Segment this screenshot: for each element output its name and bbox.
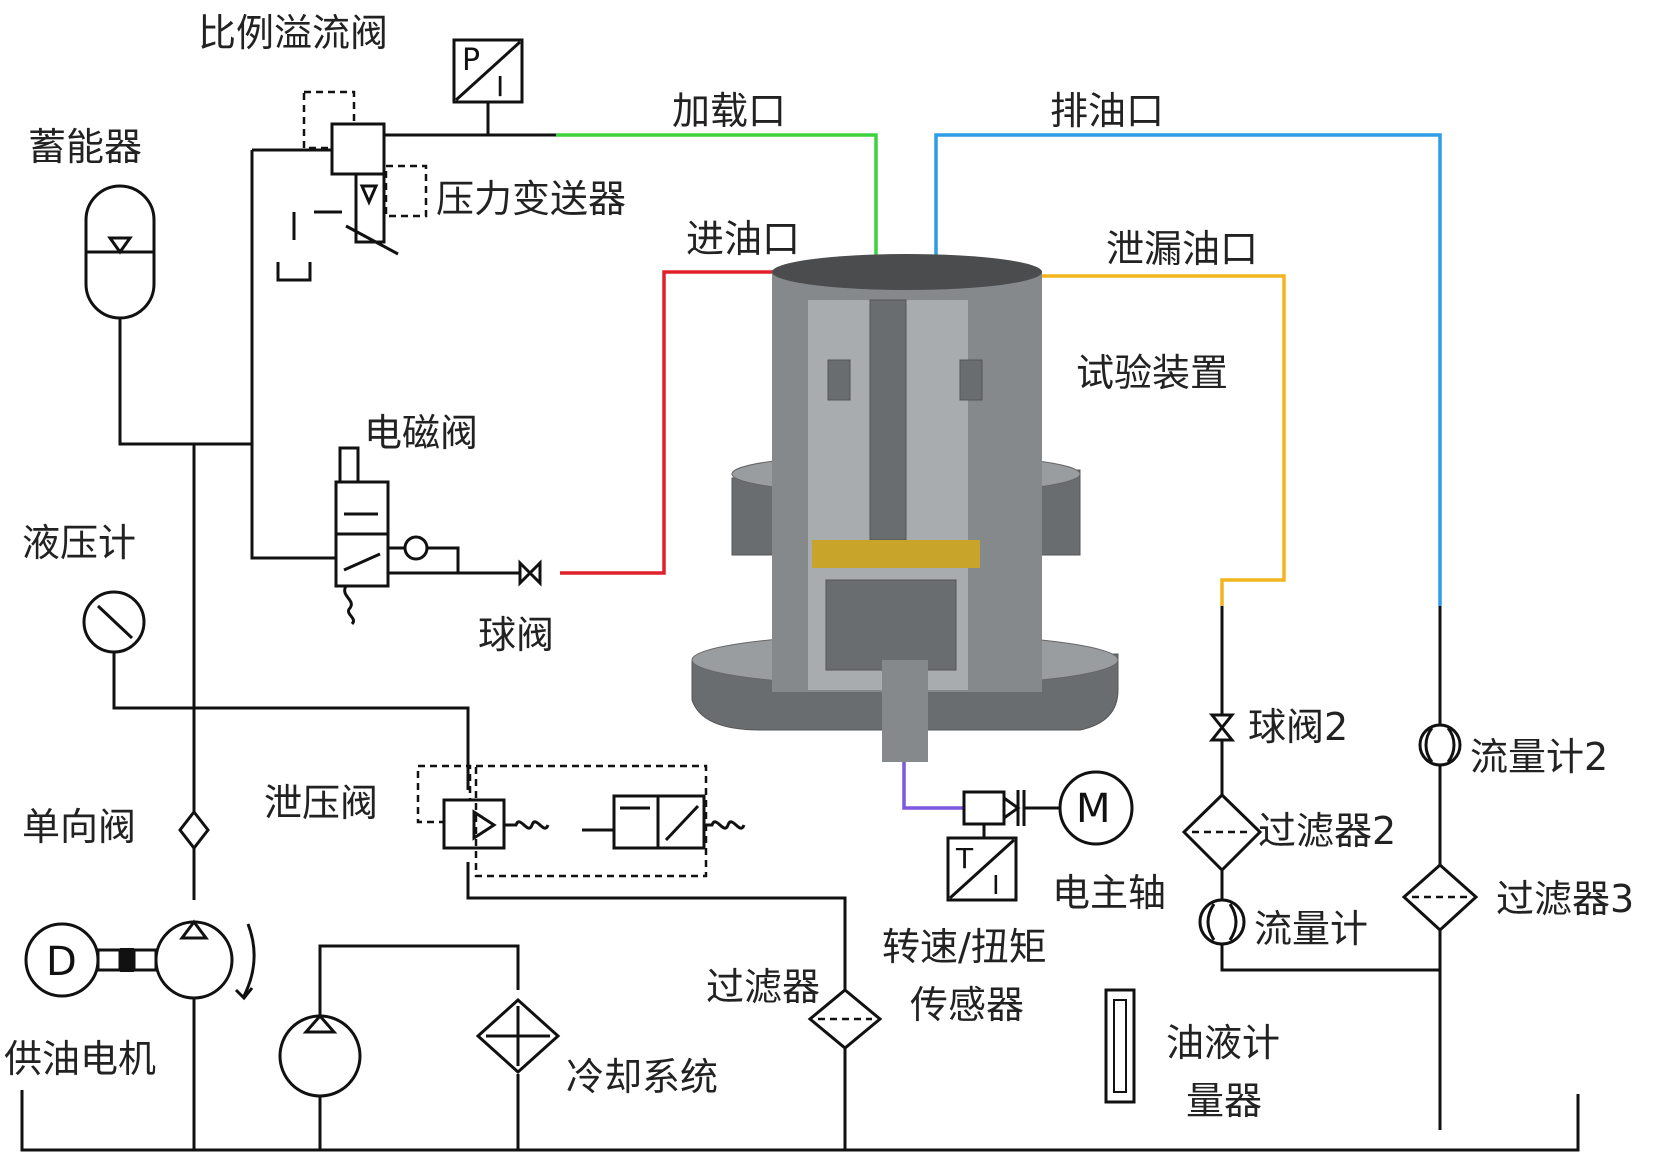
- speed-torque-sensor-symbol: T I: [946, 824, 1018, 902]
- check-valve-symbol: [178, 809, 210, 851]
- label-flowmeter-2: 流量计2: [1470, 735, 1608, 779]
- device-lower-cavity: [825, 579, 957, 671]
- label-drain-port: 排油口: [1050, 89, 1164, 133]
- proportional-relief-valve-symbol: [302, 90, 428, 256]
- label-filter: 过滤器: [706, 965, 820, 1009]
- drain-port-line: [934, 133, 1442, 606]
- label-electric-spindle: 电主轴: [1052, 871, 1166, 915]
- electric-spindle-symbol: M: [962, 770, 1134, 846]
- accumulator-symbol: [84, 184, 156, 320]
- motor-m-glyph: M: [1076, 786, 1111, 832]
- label-load-port: 加载口: [672, 89, 786, 133]
- label-ball-valve-2: 球阀2: [1248, 705, 1348, 749]
- spindle-link-line: [902, 760, 964, 810]
- oil-level-gauge-symbol: [1104, 988, 1136, 1104]
- device-bore: [869, 299, 907, 541]
- flowmeter-symbol: [1198, 898, 1246, 946]
- tank-line: [20, 1090, 1580, 1152]
- label-speed-torque-sensor-line-2: 传感器: [910, 983, 1024, 1027]
- label-hydraulic-gauge: 液压计: [22, 521, 136, 565]
- cooling-pump-symbol: [278, 1013, 362, 1098]
- filter-2-symbol: [1181, 792, 1263, 873]
- device-bearing: [812, 540, 980, 568]
- label-pressure-transmitter: 压力变送器: [436, 177, 626, 221]
- device-top: [772, 254, 1042, 290]
- label-filter-2: 过滤器2: [1258, 809, 1396, 853]
- supply-motor-symbol: D: [24, 922, 158, 998]
- hydraulic-gauge-symbol: [82, 590, 146, 654]
- label-speed-torque-sensor-line-1: 转速/扭矩: [882, 925, 1047, 969]
- transducer-p-glyph: P: [462, 43, 480, 78]
- supply-pump-symbol: [154, 919, 256, 1001]
- label-inlet-port: 进油口: [686, 217, 800, 261]
- cooling-exchanger-symbol: [475, 997, 561, 1075]
- label-flowmeter: 流量计: [1254, 907, 1368, 951]
- transducer-i-glyph: I: [496, 70, 504, 103]
- ball-valve-2-symbol: [1208, 713, 1236, 742]
- test-device: [691, 254, 1119, 762]
- label-check-valve: 单向阀: [22, 805, 136, 849]
- motor-d-glyph: D: [46, 939, 77, 985]
- labels: 比例溢流阀 蓄能器 压力变送器 加载口 排油口 进油口 泄漏油口 试验装置 电磁…: [4, 11, 1634, 1123]
- pressure-transmitter-symbol: P I: [452, 38, 524, 104]
- label-filter-3: 过滤器3: [1496, 877, 1634, 921]
- label-ball-valve: 球阀: [478, 613, 554, 657]
- device-cavity-right: [959, 359, 983, 401]
- device-shaft: [882, 660, 928, 762]
- device-cavity-left: [827, 359, 851, 401]
- label-leak-port: 泄漏油口: [1106, 227, 1258, 271]
- sensor-t-glyph: T: [955, 842, 974, 875]
- label-oil-level-gauge-line-2: 量器: [1186, 1079, 1262, 1123]
- label-proportional-relief-valve: 比例溢流阀: [198, 11, 388, 55]
- flowmeter-2-symbol: [1418, 723, 1462, 767]
- label-relief-valve: 泄压阀: [264, 781, 378, 825]
- sensor-i-glyph: I: [992, 871, 1000, 901]
- label-accumulator: 蓄能器: [28, 125, 142, 169]
- relief-valve-symbol: [416, 764, 746, 878]
- solenoid-valve-symbol: [334, 446, 429, 626]
- label-solenoid-valve: 电磁阀: [364, 411, 478, 455]
- pressure-lines: [112, 102, 1442, 1150]
- ball-valve-symbol: [518, 559, 542, 587]
- label-test-device: 试验装置: [1076, 351, 1228, 395]
- label-cooling-system: 冷却系统: [566, 1055, 718, 1099]
- label-supply-motor: 供油电机: [4, 1037, 156, 1081]
- filter-3-symbol: [1401, 862, 1479, 933]
- filter-symbol: [807, 988, 883, 1050]
- label-oil-level-gauge-line-1: 油液计: [1166, 1021, 1280, 1065]
